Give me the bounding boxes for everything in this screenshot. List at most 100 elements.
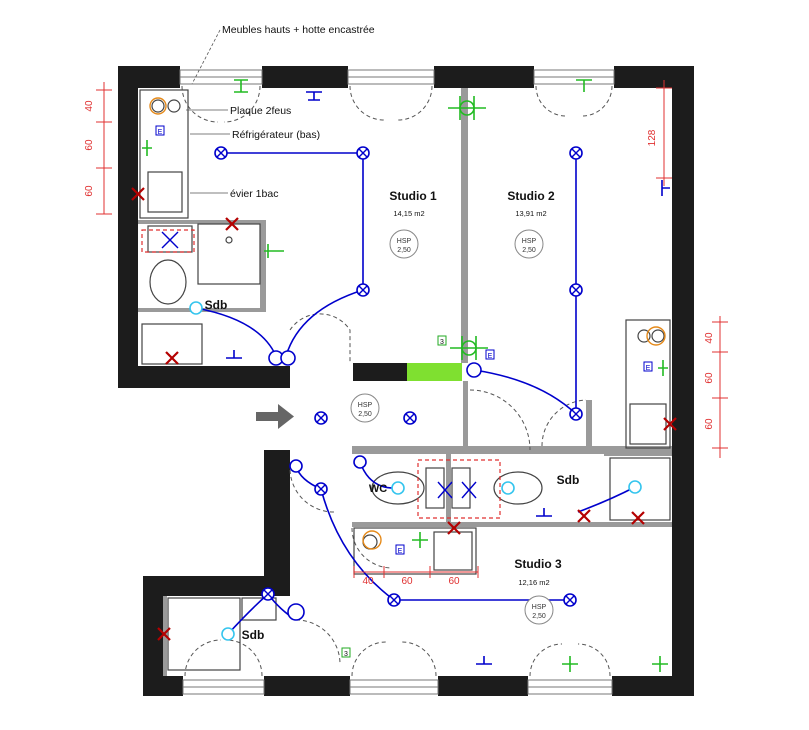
tap-icon [234,79,248,93]
basin-1 [141,323,203,365]
wall-bottom-3 [438,676,528,696]
room-name-sdb1: Sdb [205,298,228,312]
tap-icon [450,336,488,360]
hsp-studio1: HSP 2,50 [389,229,419,259]
svg-text:3: 3 [440,339,444,346]
switch-icon [287,603,305,621]
hob-icon [149,97,167,115]
red-x-icon [631,511,645,525]
room-name-studio2: Studio 2 [507,189,555,203]
lamp-icon [403,411,417,425]
lamp-icon [214,146,228,160]
dimensions-right: 40 60 60 [704,316,728,458]
wire-studio1-switch [285,289,364,357]
hsp-value: 2,50 [358,411,372,418]
hsp-value: 2,50 [397,247,411,254]
vent-icon [391,481,405,495]
wall-bottom-1 [143,676,183,696]
tap-icon [412,532,428,548]
lamp-icon [569,283,583,297]
tap-icon [576,79,592,92]
lamp-icon [569,407,583,421]
tap-icon [562,656,578,672]
hsp-corridor: HSP 2,50 [350,393,380,423]
room-area-studio2: 13,91 m2 [515,209,546,218]
wire-sdb2 [577,486,636,513]
new-wall-green [407,363,462,381]
removal-marks [131,187,677,641]
vent-icon [189,301,203,315]
windows [179,69,615,695]
vent-icon [501,481,515,495]
svg-text:E: E [158,129,163,136]
badge-e [155,125,165,136]
hob-1b [167,99,181,113]
partition-corridor-right [463,381,468,451]
kitchen-counter-2 [625,319,671,449]
red-x-icon [663,417,677,431]
wall-mid-left [264,450,290,578]
wall-bottom-4 [612,676,694,696]
hsp-studio2: HSP 2,50 [514,229,544,259]
hsp-value: 2,50 [532,613,546,620]
wall-partition-black [353,363,407,381]
dimension-bottom-2: 60 [401,576,413,587]
hsp-value: 2,50 [522,247,536,254]
dimension-top-right-label: 128 [647,129,658,146]
kitchen-counter-3 [353,527,477,575]
lamp-icon [314,411,328,425]
dimensions-left: 40 60 60 [84,82,112,215]
red-x-icon [447,521,461,535]
svg-text:E: E [488,353,493,360]
svg-text:E: E [646,365,651,372]
dimension-right-2: 60 [704,372,715,384]
toilet-sdb2 [493,471,543,505]
toilet-1 [149,259,187,305]
red-x-icon [131,187,145,201]
annotation-refrigerateur: Réfrigérateur (bas) [232,129,320,141]
dimension-left-2: 60 [84,139,95,151]
partition-sdb [260,222,266,312]
dimension-bottom-1: 40 [362,576,374,587]
annotations: Meubles hauts + hotte encastrée Plaque 2… [155,24,653,658]
switch-icon [280,350,296,366]
wall-lower-left [143,576,163,696]
wire-studio2-switch [473,369,577,415]
toilet-wc [371,471,425,505]
room-name-studio1: Studio 1 [389,189,437,203]
dimensions-bottom: 40 60 60 [353,566,479,587]
lamp-icon [356,283,370,297]
lamp-icon [314,482,328,496]
wall-right [672,66,694,696]
lamp-icon [387,593,401,607]
hsp-label: HSP [397,238,412,245]
basin-3 [241,597,277,621]
vent-icon [221,627,235,641]
tap-icon [658,360,668,376]
entry-arrow-icon [256,404,294,429]
lamp-icon [261,587,275,601]
room-name-wc: WC [369,483,387,495]
svg-text:3: 3 [344,651,348,658]
tap-icon [652,656,668,672]
sink-1 [147,171,183,213]
dimension-right-1: 40 [704,332,715,344]
hob-icon [646,326,666,346]
svg-text:E: E [398,548,403,555]
hob-1a [151,99,165,113]
red-x-icon [165,351,179,365]
blue-x-icon [461,481,477,499]
hsp-markers: HSP 2,50 HSP 2,50 HSP 2,50 HSP 2,50 [350,229,554,625]
wall-lower-top [143,576,290,596]
socket-icon [476,656,492,665]
partition-studio1-2 [461,88,468,363]
partition-kitchen [138,220,266,224]
annotation-evier: évier 1bac [230,188,278,200]
dimension-bottom-3: 60 [448,576,460,587]
dimension-left-1: 40 [84,100,95,112]
blue-x-icon [437,481,453,499]
socket-icon [226,350,242,359]
shower-3 [167,597,241,671]
room-labels: Studio 1 14,15 m2 Studio 2 13,91 m2 Stud… [205,189,580,642]
